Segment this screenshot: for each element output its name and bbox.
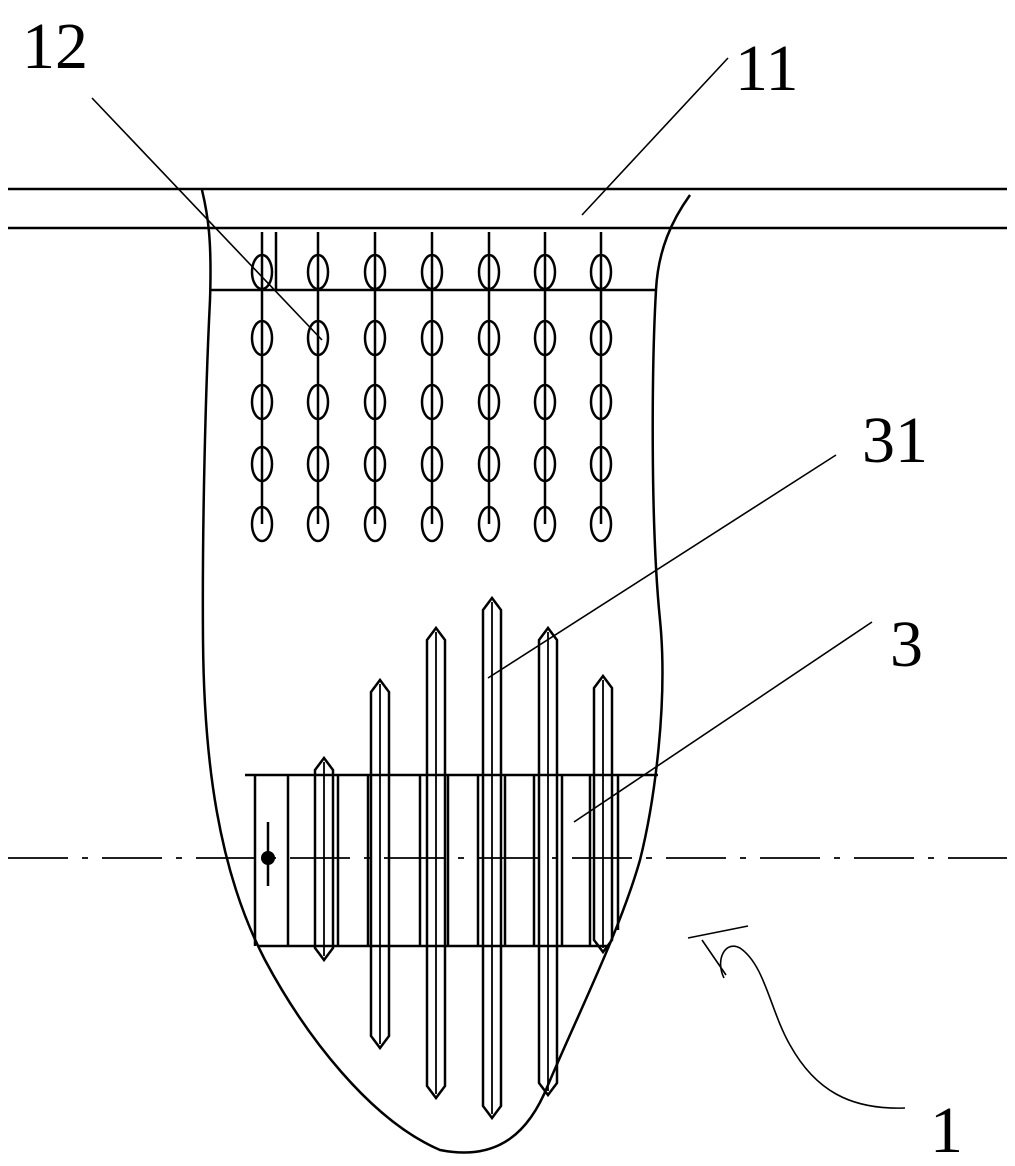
chain-rod (533, 232, 557, 543)
chain-link (477, 253, 501, 291)
chain-rod (306, 232, 330, 543)
chain-link (306, 253, 330, 291)
blade-outline (537, 625, 559, 1098)
blade (481, 595, 503, 1121)
chain-link (250, 383, 274, 421)
drum-edges (245, 773, 658, 948)
chain-rod (589, 232, 613, 543)
chain-link (363, 445, 387, 483)
label-12: 12 (22, 10, 88, 83)
chain-link (477, 445, 501, 483)
label-3: 3 (890, 608, 923, 681)
chain-link (306, 319, 330, 357)
chain-link (589, 383, 613, 421)
drum-ribs (253, 775, 620, 946)
pipe-walls (8, 187, 1007, 230)
leader-12 (91, 97, 323, 341)
chain-link (420, 505, 444, 543)
chain-link (533, 505, 557, 543)
blade (537, 625, 559, 1098)
blade (313, 755, 335, 963)
chain-link (589, 445, 613, 483)
chain-rod-group (250, 232, 613, 543)
chain-rod (250, 232, 274, 543)
drum (245, 773, 658, 948)
chain-link (250, 445, 274, 483)
chain-link (533, 383, 557, 421)
chain-link (589, 505, 613, 543)
leader-11 (581, 57, 729, 216)
chain-rod (477, 232, 501, 543)
blade-outline (592, 673, 614, 955)
leader-31 (487, 454, 837, 679)
leader-3 (573, 621, 873, 823)
blade-group (313, 595, 614, 1121)
chain-link (420, 445, 444, 483)
chain-link (477, 319, 501, 357)
leader-lines (91, 57, 906, 1109)
chain-link (250, 253, 274, 291)
leader-1 (719, 945, 906, 1109)
arrow-1 (687, 925, 749, 976)
label-31: 31 (862, 404, 928, 477)
blade (592, 673, 614, 955)
chain-link (306, 445, 330, 483)
blade-outline (481, 595, 503, 1121)
label-1: 1 (930, 1094, 963, 1166)
chain-rod (420, 232, 444, 543)
shaft-pivot (261, 851, 275, 865)
chain-link (363, 253, 387, 291)
chain-link (477, 383, 501, 421)
chain-link (420, 253, 444, 291)
blade-outline (313, 755, 335, 963)
chain-link (533, 445, 557, 483)
blade-outline (369, 677, 391, 1051)
vessel-outline (200, 189, 692, 1154)
chain-link (306, 383, 330, 421)
chain-link (250, 505, 274, 543)
blade (369, 677, 391, 1051)
chain-link (533, 253, 557, 291)
blade-outline (425, 625, 447, 1101)
chain-link (420, 319, 444, 357)
chain-link (589, 253, 613, 291)
chain-link (533, 319, 557, 357)
chain-link (363, 383, 387, 421)
chain-link (250, 319, 274, 357)
chain-link (363, 319, 387, 357)
blade (425, 625, 447, 1101)
label-11: 11 (735, 32, 799, 105)
chain-link (363, 505, 387, 543)
chain-link (589, 319, 613, 357)
chain-link (420, 383, 444, 421)
chain-link (477, 505, 501, 543)
chain-link (306, 505, 330, 543)
chain-rod (363, 232, 387, 543)
